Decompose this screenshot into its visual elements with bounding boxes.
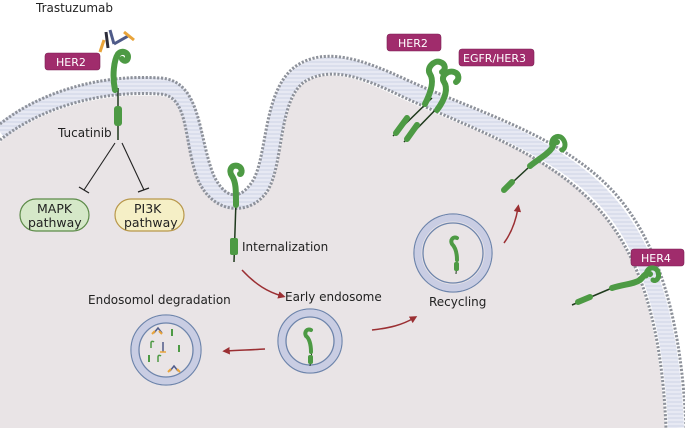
trastuzumab-label: Trastuzumab [35, 1, 113, 15]
her4-tag: HER4 [630, 248, 685, 267]
mapk-pathway-box: MAPK pathway [19, 198, 90, 232]
arrow-to-early-endosome [241, 269, 286, 299]
her2-top-tag: HER2 [386, 33, 442, 52]
egfr-her3-tag: EGFR/HER3 [458, 48, 535, 67]
recycling-vesicle [413, 213, 493, 293]
degradation-label: Endosomol degradation [88, 293, 231, 307]
mapk-line2: pathway [28, 215, 82, 230]
her2-top-tag-text: HER2 [398, 37, 428, 50]
arrow-to-degradation [222, 346, 266, 355]
her4-tag-text: HER4 [641, 252, 671, 265]
internalization-label: Internalization [242, 240, 328, 254]
her2-receptor-left [110, 48, 132, 140]
plasma-membrane [0, 54, 685, 428]
trastuzumab-antibody-icon [98, 29, 135, 53]
recycled-receptor [501, 133, 568, 193]
inhibition-arrows [78, 142, 150, 194]
arrow-to-recycling [371, 316, 418, 331]
internalizing-receptor [227, 162, 245, 263]
pi3k-line1: PI3K [134, 201, 162, 216]
mapk-line1: MAPK [37, 201, 73, 216]
degraded-fragments-icon [148, 326, 181, 373]
egfr-her3-tag-text: EGFR/HER3 [463, 52, 526, 65]
tucatinib-label: Tucatinib [57, 126, 112, 140]
early-endosome-vesicle [277, 308, 343, 374]
her2-left-tag-text: HER2 [56, 56, 86, 69]
her2-receptor-top [392, 58, 448, 137]
pi3k-line2: pathway [124, 215, 178, 230]
arrow-to-membrane [503, 204, 522, 244]
pi3k-pathway-box: PI3K pathway [114, 198, 185, 232]
early-endosome-label: Early endosome [285, 290, 382, 304]
degradation-vesicle [130, 314, 202, 386]
recycling-label: Recycling [429, 295, 486, 309]
egfr-her3-receptor [403, 68, 462, 143]
her2-left-tag: HER2 [44, 52, 101, 71]
her4-receptor [571, 265, 661, 306]
